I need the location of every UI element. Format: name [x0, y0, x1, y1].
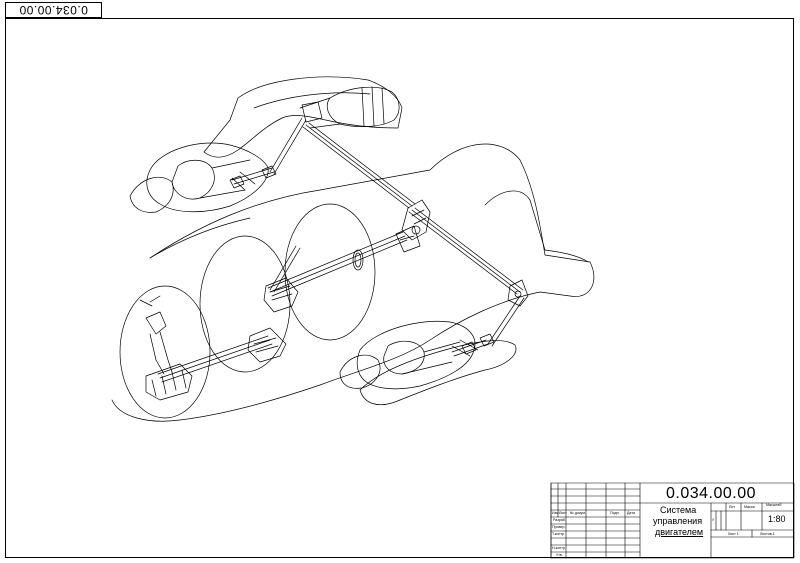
section-ellipse-1 — [119, 285, 211, 419]
cockpit-controls — [139, 295, 193, 401]
lit-value: У — [712, 518, 715, 522]
col-izm: Изм — [552, 511, 559, 515]
section-ellipse-2 — [199, 235, 291, 373]
col-date: Дата — [627, 511, 635, 515]
upper-spinner — [129, 176, 174, 213]
sheet-label: Лист 1 — [728, 532, 739, 536]
role-developer: Разраб. — [553, 518, 566, 522]
title-designation: 0.034.00.00 — [666, 485, 757, 502]
pulley-ring — [352, 249, 364, 271]
bracket-right — [507, 279, 529, 307]
title-block-lines — [550, 482, 795, 559]
control-cables — [157, 117, 525, 383]
engine-linkages — [229, 165, 495, 355]
scale-value: 1:80 — [768, 514, 786, 524]
role-approved: Утв. — [556, 553, 563, 557]
title-line-2: управления — [653, 516, 703, 526]
upper-wing-trailing — [253, 92, 371, 109]
col-sign: Подп. — [610, 511, 620, 515]
fuselage-outline — [111, 143, 595, 422]
sheet-header-scale: Масштаб — [766, 503, 782, 507]
upper-wing-outline — [203, 76, 403, 158]
lower-wing-outline — [359, 340, 517, 405]
sheet-header-mass: Масса — [744, 505, 755, 509]
bracket-center-mid — [395, 225, 421, 253]
drawing-frame — [5, 18, 794, 558]
section-ellipse-3 — [284, 203, 376, 341]
role-ncontrol: Н.контр. — [552, 546, 566, 550]
corner-designation-box: 0.034.00.00 — [5, 2, 102, 18]
role-checker: Провер. — [552, 525, 566, 529]
upper-engine-nacelle — [129, 142, 269, 213]
role-tcontrol: Т.контр. — [552, 532, 566, 536]
col-doc: № докум. — [570, 511, 586, 515]
bracket-mid-left — [263, 277, 299, 313]
col-list: Лист — [559, 511, 567, 515]
title-line-1: Система — [660, 505, 697, 515]
sheets-label: Листов 1 — [760, 532, 775, 536]
fuselage-fin — [484, 190, 589, 263]
title-line-3: двигателем — [655, 527, 704, 537]
fuselage-top-line — [149, 217, 251, 259]
sheet-header-lit: Лит — [729, 505, 736, 509]
bracket-center-top — [401, 199, 431, 241]
bracket-lower-left — [247, 327, 287, 363]
upper-right-engine — [299, 86, 400, 129]
lower-spinner — [339, 354, 381, 389]
